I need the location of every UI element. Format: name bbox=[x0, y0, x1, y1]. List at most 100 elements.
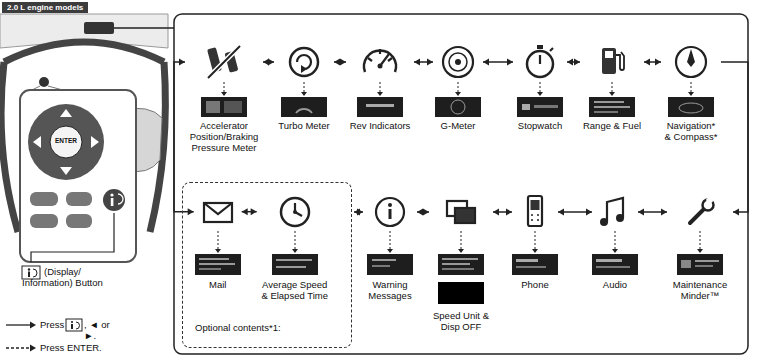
connector-arrow bbox=[493, 209, 512, 216]
item-label: Accelerator Position/Braking Pressure Me… bbox=[187, 121, 261, 154]
screen-thumbnails bbox=[594, 111, 618, 113]
menu-icons bbox=[208, 46, 240, 78]
screen-thumbnails bbox=[442, 268, 474, 270]
connector-arrow bbox=[414, 59, 433, 66]
switch-inset bbox=[110, 193, 113, 196]
switch-inset bbox=[30, 192, 58, 206]
connector-line bbox=[721, 62, 748, 212]
arrow-head bbox=[733, 209, 739, 216]
screen-thumbnails bbox=[681, 260, 691, 268]
arrow-head bbox=[179, 59, 185, 66]
arrow-head bbox=[354, 209, 360, 216]
connector-arrow bbox=[334, 59, 346, 66]
item-label: Range & Fuel bbox=[582, 121, 642, 132]
display-button-icon bbox=[28, 268, 30, 270]
menu-icons bbox=[539, 55, 541, 64]
menu-icons bbox=[687, 49, 695, 67]
screen-thumbnails bbox=[596, 266, 630, 268]
screen-thumbnails bbox=[281, 97, 327, 117]
legend-samples bbox=[66, 319, 82, 331]
button-label: ENTER bbox=[50, 138, 82, 145]
arrow-head bbox=[427, 59, 433, 66]
switch-inset bbox=[28, 104, 104, 180]
switch-inset bbox=[66, 214, 92, 228]
screen-thumbnails bbox=[516, 259, 538, 262]
item-label: Average Speed & Elapsed Time bbox=[259, 280, 331, 302]
switch-inset bbox=[60, 109, 72, 117]
item-label: Turbo Meter bbox=[276, 121, 332, 132]
menu-icons bbox=[297, 55, 311, 69]
arrow-head bbox=[423, 209, 429, 216]
screen-thumbnails bbox=[438, 254, 484, 275]
screen-thumbnails bbox=[357, 97, 403, 117]
legend-samples bbox=[76, 322, 80, 329]
menu-icons bbox=[531, 214, 533, 216]
steering-wheel bbox=[39, 77, 49, 87]
item-label: Maintenance Minder™ bbox=[669, 280, 731, 302]
menu-item: Stopwatch bbox=[515, 42, 565, 132]
menu-icons bbox=[531, 219, 533, 221]
legend-samples bbox=[30, 345, 36, 352]
menu-item: Accelerator Position/Braking Pressure Me… bbox=[187, 42, 261, 154]
menu-icons bbox=[528, 196, 542, 226]
screen-thumbnails bbox=[195, 97, 723, 304]
menu-icons bbox=[690, 208, 705, 223]
menu-item: Range & Fuel bbox=[582, 42, 642, 132]
screen-thumbnails bbox=[522, 104, 530, 110]
arrow-head bbox=[340, 59, 346, 66]
menu-icons bbox=[389, 209, 392, 219]
menu-item: Audio bbox=[594, 192, 636, 291]
connector-arrow bbox=[644, 59, 661, 66]
menu-item: Speed Unit & Disp OFF bbox=[431, 192, 491, 333]
enter-arrows bbox=[215, 92, 703, 253]
switch-inset bbox=[66, 192, 92, 206]
model-tab: 2.0 L engine models bbox=[2, 2, 88, 13]
switch-inset bbox=[91, 136, 99, 148]
menu-icons bbox=[605, 51, 613, 58]
legend-samples bbox=[71, 324, 73, 329]
menu-icons bbox=[550, 48, 553, 51]
legend-text: Press ENTER. bbox=[40, 342, 102, 353]
menu-frame bbox=[174, 14, 748, 354]
menu-icons bbox=[706, 196, 714, 204]
menu-icons bbox=[368, 58, 372, 61]
menu-icons bbox=[293, 210, 297, 214]
arrow-head bbox=[493, 209, 499, 216]
screen-thumbnails bbox=[517, 97, 563, 117]
menu-icons bbox=[388, 58, 392, 61]
menu-item: Warning Messages bbox=[365, 192, 415, 302]
screen-thumbnails bbox=[195, 254, 241, 275]
screen-thumbnails bbox=[296, 109, 312, 113]
item-label: Navigation* & Compass* bbox=[663, 121, 719, 143]
screen-thumbnails bbox=[451, 100, 465, 114]
screen-thumbnails bbox=[201, 97, 247, 117]
menu-icons bbox=[301, 65, 307, 73]
screen-thumbnails bbox=[677, 254, 723, 275]
arrow-head bbox=[188, 208, 194, 215]
item-label: Stopwatch bbox=[515, 121, 565, 132]
connector-arrow bbox=[638, 209, 667, 216]
menu-icons bbox=[537, 214, 539, 216]
menu-icons bbox=[388, 203, 392, 207]
switch-inset bbox=[31, 213, 114, 262]
screen-thumbnails bbox=[224, 101, 242, 113]
arrow-head bbox=[483, 59, 489, 66]
menu-icons bbox=[676, 47, 706, 77]
steering-wheel bbox=[114, 27, 174, 29]
arrow-head bbox=[414, 59, 420, 66]
screen-thumbnails bbox=[442, 258, 478, 260]
switch-inset bbox=[118, 194, 123, 204]
screen-thumbnails bbox=[534, 105, 558, 108]
menu-icons bbox=[600, 218, 608, 226]
menu-icons bbox=[537, 45, 543, 49]
connector-arrow bbox=[242, 208, 257, 215]
menu-icons bbox=[204, 196, 714, 226]
menu-icons bbox=[208, 46, 240, 78]
legend-text: , ◄ or ►. bbox=[84, 319, 118, 342]
menu-item: Mail bbox=[196, 192, 240, 291]
display-button-icon bbox=[22, 266, 40, 279]
item-label: G-Meter bbox=[435, 121, 481, 132]
screen-thumbnails bbox=[199, 258, 229, 260]
item-label: Warning Messages bbox=[365, 280, 415, 302]
